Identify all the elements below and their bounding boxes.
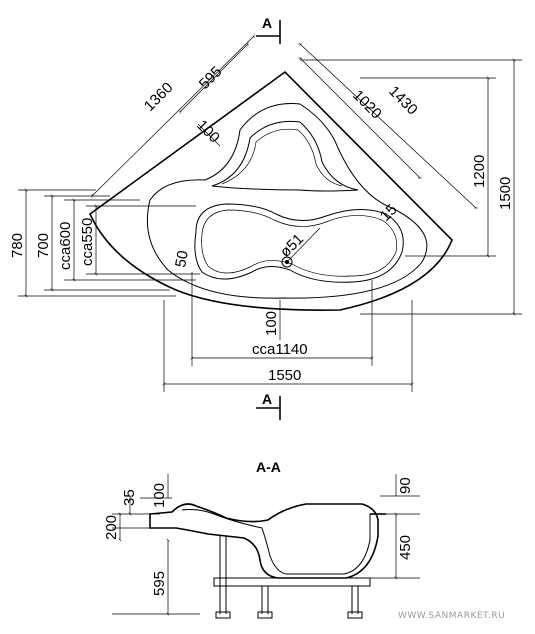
sec-dim-450: 450 [397, 535, 414, 560]
leg-foot-middle [257, 611, 273, 619]
section-marker-top: A [256, 15, 281, 44]
plan-view: 1360 595 100 1020 1430 15 ø51 50 100 120… [9, 15, 522, 420]
dim-cca600: cca600 [57, 222, 74, 270]
frame-base [213, 577, 371, 587]
dim-1200: 1200 [471, 155, 488, 188]
dim-1500: 1500 [497, 177, 514, 210]
main-basin [194, 203, 404, 283]
dim-1020: 1020 [349, 87, 385, 123]
upper-basin [211, 120, 359, 192]
main-basin-inner [201, 209, 398, 277]
sec-dim-100: 100 [151, 483, 168, 508]
sec-dim-35: 35 [121, 489, 138, 506]
dim-780: 780 [9, 233, 26, 258]
sec-dim-595: 595 [151, 571, 168, 596]
dim-15: 15 [377, 201, 401, 225]
section-profile [149, 503, 379, 579]
dim-1360: 1360 [141, 79, 177, 115]
tub-outer-outline [88, 70, 453, 311]
leg-foot-left [215, 611, 231, 619]
sec-dim-90: 90 [397, 477, 414, 494]
dim-100-bottom: 100 [263, 311, 280, 336]
dim-1430: 1430 [385, 83, 421, 119]
section-marker-bottom: A [256, 391, 281, 420]
dim-50: 50 [172, 249, 192, 268]
svg-text:A: A [262, 391, 272, 407]
upper-basin-inner [221, 128, 343, 187]
dim-51: ø51 [277, 231, 307, 261]
watermark: WWW.SANMARKET.RU [398, 611, 505, 621]
leg-foot-right [347, 611, 363, 619]
dim-1550: 1550 [268, 367, 301, 384]
section-title: A-A [256, 459, 281, 475]
section-view: A-A 200 35 100 595 90 [103, 459, 420, 619]
dim-700: 700 [35, 233, 52, 258]
section-inner-profile [181, 509, 371, 575]
dim-cca550: cca550 [79, 218, 96, 266]
dim-595: 595 [196, 63, 226, 93]
drain-circle [281, 256, 293, 268]
svg-text:A: A [262, 15, 272, 31]
dim-cca1140: cca1140 [252, 341, 308, 358]
sec-dim-200: 200 [103, 515, 120, 540]
